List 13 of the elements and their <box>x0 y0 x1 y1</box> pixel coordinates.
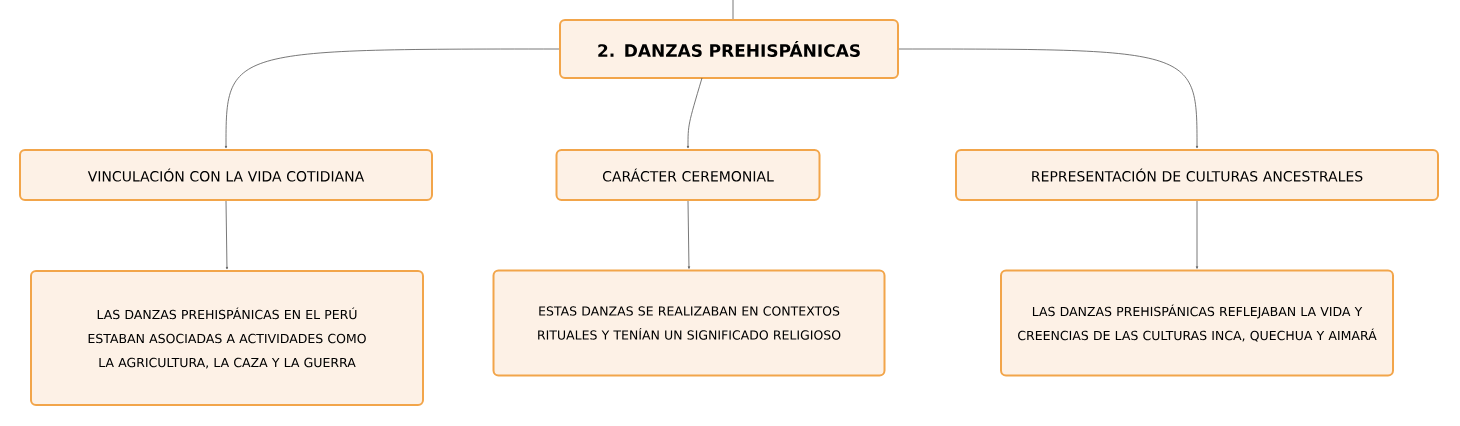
connector-arrow <box>225 200 229 270</box>
connector-arrow <box>1195 200 1199 269</box>
concept-box: LAS DANZAS PREHISPÁNICAS REFLEJABAN LA VIDA Y CREENCIAS DE LAS CULTURAS INCA, QUECHUA Y AIMARÁ <box>1000 269 1394 377</box>
concept-box: LAS DANZAS PREHISPÁNICAS EN EL PERÚ ESTABAN ASOCIADAS A ACTIVIDADES COMO LA AGRICULTURA, LA CAZA Y LA GUERRA <box>30 270 424 406</box>
connector-arrow <box>687 200 691 269</box>
concept-box: REPRESENTACIÓN DE CULTURAS ANCESTRALES <box>955 149 1439 201</box>
connector-arrow <box>898 48 1199 149</box>
connector-arrow <box>686 77 703 149</box>
connector-arrow <box>224 48 560 149</box>
concept-box: ESTAS DANZAS SE REALIZABAN EN CONTEXTOS RITUALES Y TENÍAN UN SIGNIFICADO RELIGIOSO <box>492 269 886 377</box>
concept-box: 2. DANZAS PREHISPÁNICAS <box>559 19 899 79</box>
concept-box: VINCULACIÓN CON LA VIDA COTIDIANA <box>19 149 433 201</box>
concept-box: CARÁCTER CEREMONIAL <box>555 149 821 201</box>
